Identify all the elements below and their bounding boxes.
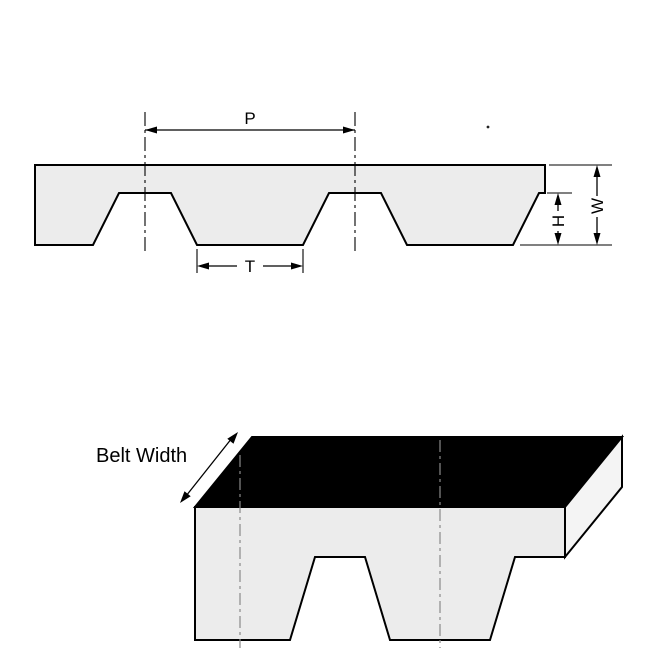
stray-mark bbox=[486, 125, 490, 129]
tooth-height-dimension: H bbox=[547, 192, 572, 245]
arrowhead-upper bbox=[227, 432, 238, 444]
arrowhead-left bbox=[197, 262, 209, 270]
belt-end-face bbox=[564, 434, 623, 560]
arrowhead-up bbox=[593, 165, 601, 177]
arrowhead-down bbox=[593, 233, 601, 245]
tooth-width-dimension: T bbox=[196, 249, 304, 276]
tooth-width-label: T bbox=[245, 257, 255, 276]
arrowhead-left bbox=[145, 126, 157, 134]
belt-3d-view: Belt Width bbox=[96, 432, 625, 648]
arrowhead-down bbox=[554, 233, 562, 245]
belt-thickness-dimension: W bbox=[520, 164, 612, 246]
belt-width-label: Belt Width bbox=[96, 445, 187, 467]
belt-thickness-label: W bbox=[588, 198, 607, 214]
arrowhead-right bbox=[291, 262, 303, 270]
belt-profile bbox=[34, 164, 546, 246]
belt-top-surface bbox=[192, 436, 625, 508]
belt-width-arrow-line bbox=[185, 437, 233, 497]
tooth-height-label: H bbox=[549, 215, 568, 227]
belt-front-face bbox=[194, 506, 566, 641]
pitch-dimension: P bbox=[144, 109, 356, 255]
arrowhead-lower bbox=[180, 491, 191, 503]
arrowhead-up bbox=[554, 193, 562, 205]
belt-width-dimension: Belt Width bbox=[96, 432, 238, 503]
pitch-label: P bbox=[244, 109, 255, 128]
arrowhead-right bbox=[343, 126, 355, 134]
cross-section-diagram: P T H W bbox=[34, 109, 612, 276]
